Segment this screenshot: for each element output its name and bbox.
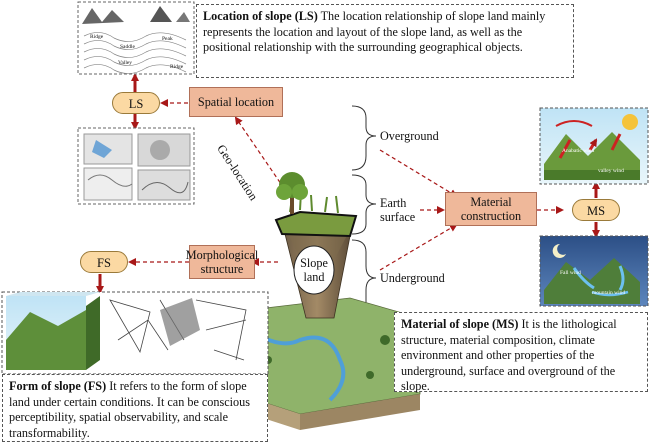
wind-label-valley: valley wind <box>598 168 624 174</box>
spatial-location-node: Spatial location <box>189 87 283 117</box>
ms-node: MS <box>572 199 620 221</box>
fs-node: FS <box>80 251 128 273</box>
map-label-peak: Peak <box>162 36 173 42</box>
morphological-structure-node: Morphological structure <box>186 245 258 279</box>
day-wind-image <box>539 107 649 185</box>
form-photos-image <box>1 291 269 375</box>
ls-description-box: Location of slope (LS) The location rela… <box>196 4 574 78</box>
underground-label: Underground <box>380 271 445 285</box>
map-label-ridge: Ridge <box>90 34 104 40</box>
material-construction-node: Material construction <box>445 192 537 226</box>
ls-node: LS <box>112 92 160 114</box>
slope-land-ellipse <box>293 245 335 295</box>
underground-to-material-arrow <box>379 223 458 271</box>
fs-description-title: Form of slope (FS) <box>9 379 107 393</box>
ls-description-title: Location of slope (LS) <box>203 9 318 23</box>
ms-description-text: It is the lithological structure, materi… <box>401 317 617 393</box>
map-label-ridge-2: Ridge <box>170 64 184 70</box>
fs-description-box: Form of slope (FS) It refers to the form… <box>2 374 268 442</box>
topographic-map-image <box>77 1 195 75</box>
location-sketch-image <box>77 127 195 205</box>
map-label-valley: Valley <box>118 60 133 66</box>
slope-land-label: Slope land <box>300 256 328 284</box>
ms-description-title: Material of slope (MS) <box>401 317 519 331</box>
wind-label-fall: Fall wind <box>560 270 581 276</box>
earth-surface-label: Earth surface <box>380 196 416 224</box>
overground-brace <box>351 105 377 171</box>
overground-to-material-arrow <box>379 149 458 198</box>
ms-description-box: Material of slope (MS) It is the litholo… <box>394 312 648 393</box>
slope-cone-illustration <box>231 172 421 430</box>
overground-label: Overground <box>380 129 439 143</box>
map-label-saddle: Saddle <box>120 44 135 50</box>
wind-label-mountain: mountain wind <box>592 290 626 296</box>
wind-label-anabatic: Anabatic wind <box>562 148 595 154</box>
night-wind-image <box>539 235 649 307</box>
ls-description-text: The location relationship of slope land … <box>203 9 546 54</box>
fs-description-text: It refers to the form of slope land unde… <box>9 379 250 440</box>
surface-brace <box>351 174 377 235</box>
